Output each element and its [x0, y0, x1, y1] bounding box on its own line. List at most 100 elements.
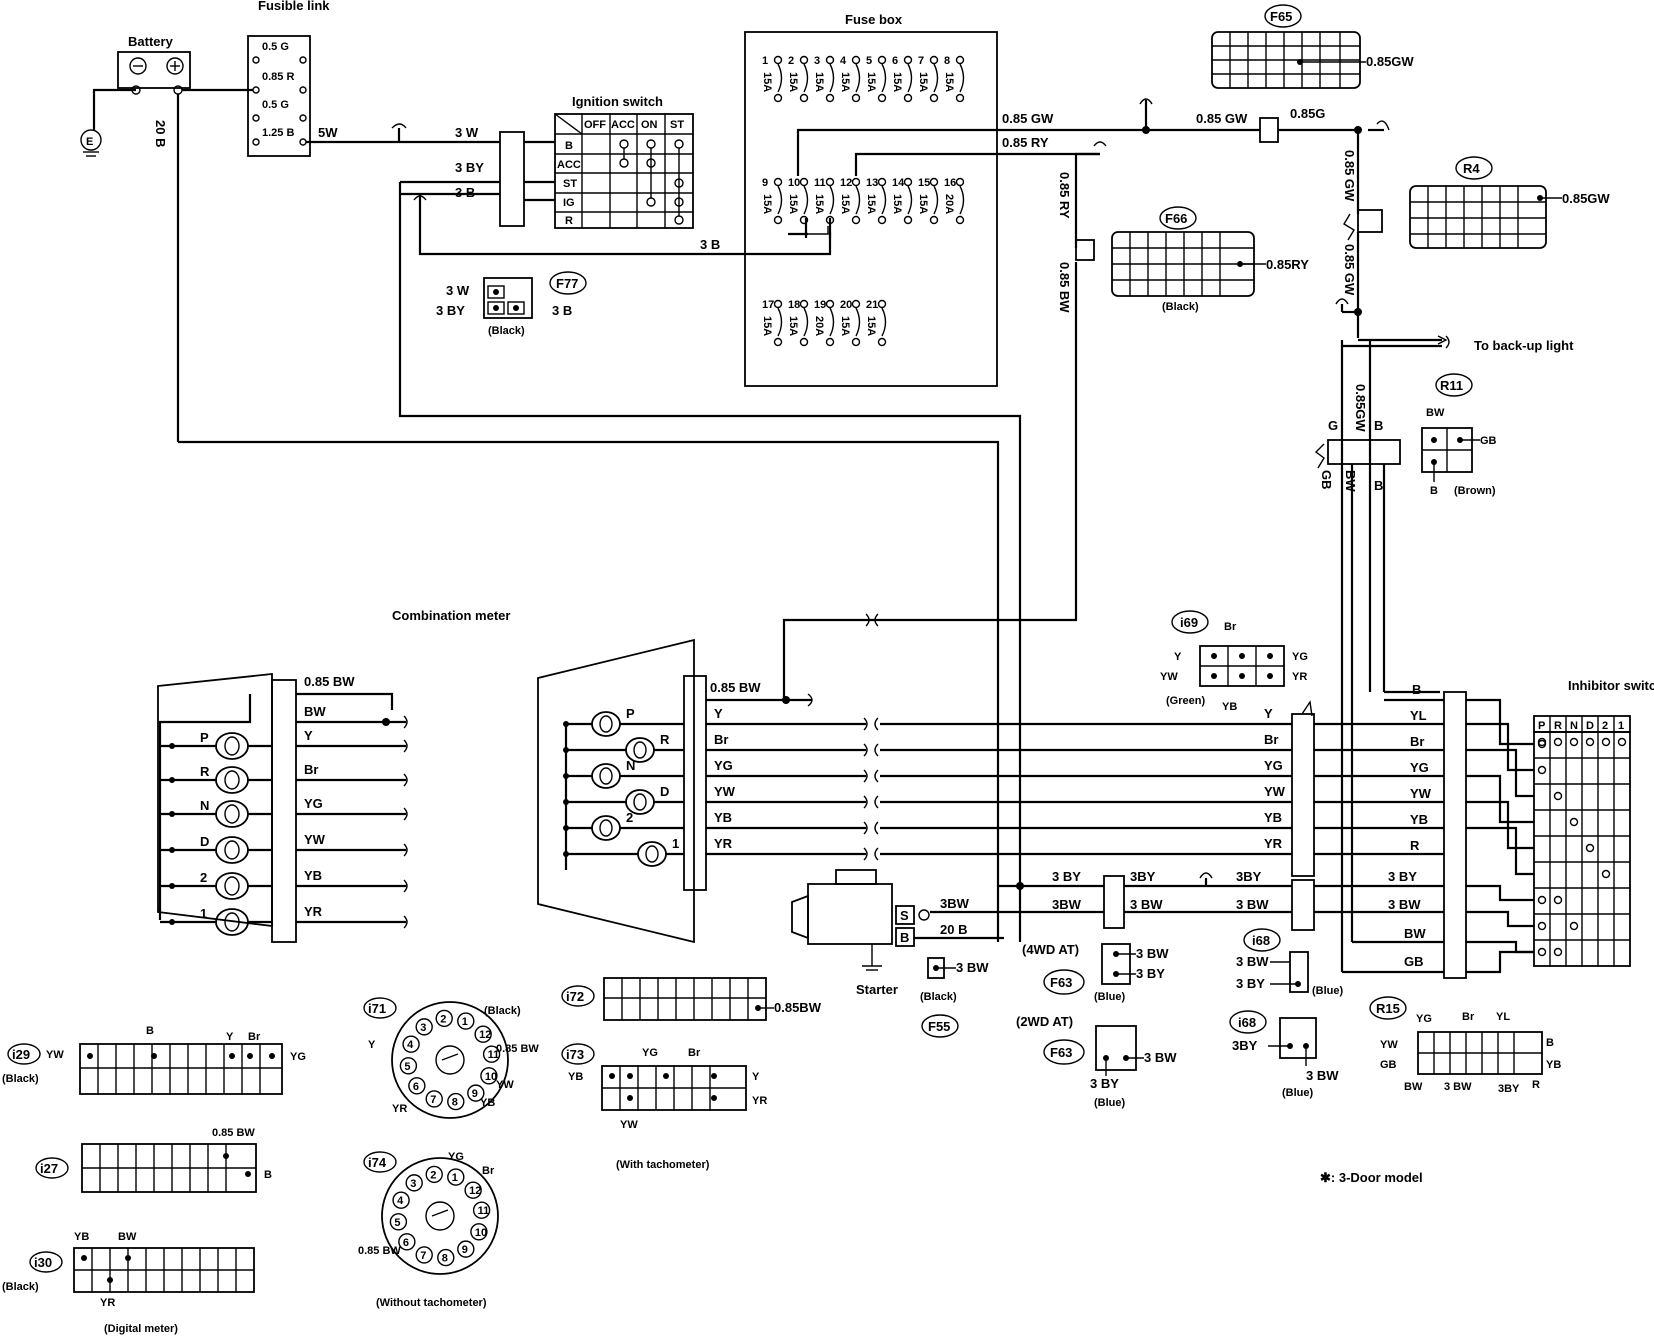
- r15-bw: BW: [1404, 1081, 1423, 1093]
- fuse-rating: 15A: [761, 316, 773, 336]
- i68a-connector: [1289, 951, 1309, 993]
- i30-yr: YR: [100, 1297, 115, 1309]
- bus-3bw-2: 3 BW: [1130, 897, 1163, 912]
- f55-wire: 3 BW: [956, 960, 989, 975]
- splice-lower: [1103, 875, 1125, 929]
- bus-right-wire: YL: [1410, 708, 1427, 723]
- f77-id-badge: [549, 271, 587, 295]
- r4-connector: [1409, 185, 1547, 249]
- fuse-number: 2: [788, 55, 794, 67]
- meter-right-top-wire: 0.85 BW: [710, 680, 761, 695]
- wire-20b: 20 B: [153, 120, 168, 147]
- i68b-connector: [1279, 1017, 1317, 1059]
- meter-left-connector: [271, 679, 297, 943]
- meter-right-lamp: 2: [626, 810, 633, 825]
- indicator-lamp-icon: [591, 711, 621, 737]
- indicator-lamp-icon: [215, 800, 249, 828]
- ign-col-acc: ACC: [611, 119, 635, 131]
- indicator-lamp-icon: [215, 836, 249, 864]
- pin-number: 6: [413, 1081, 419, 1093]
- bus-gb-r: GB: [1404, 954, 1424, 969]
- i68a-w1: 3 BW: [1236, 954, 1269, 969]
- fuse-rating: 15A: [787, 72, 799, 92]
- meter-left-wire: YB: [304, 868, 322, 883]
- i69-color: (Green): [1166, 695, 1205, 707]
- bus-left-wire: YR: [1264, 836, 1283, 851]
- f63a-connector: [1101, 943, 1131, 985]
- f63a-title: (4WD AT): [1022, 942, 1079, 957]
- i73-yg: YG: [642, 1047, 658, 1059]
- starter-label: Starter: [856, 982, 898, 997]
- i68b-w2: 3 BW: [1306, 1068, 1339, 1083]
- fuse-rating: 15A: [839, 72, 851, 92]
- f63b-title: (2WD AT): [1016, 1014, 1073, 1029]
- wire-b2: B: [1374, 478, 1383, 493]
- inhibitor-position: 1: [1618, 720, 1624, 732]
- inhibitor-harness-connector: [1443, 691, 1467, 979]
- i68a-color: (Blue): [1312, 985, 1344, 997]
- i68b-color: (Blue): [1282, 1087, 1314, 1099]
- fuse-rating: 15A: [865, 194, 877, 214]
- f66-color: (Black): [1162, 301, 1199, 313]
- pin-number: 12: [469, 1185, 481, 1197]
- pin-number: 11: [478, 1205, 490, 1217]
- meter-right-wire: YR: [714, 836, 733, 851]
- i71-id: i71: [368, 1001, 386, 1016]
- fuse-rating: 15A: [891, 72, 903, 92]
- splice-right: [1291, 713, 1315, 877]
- wire-5w: 5W: [318, 125, 338, 140]
- footnote: ✱: 3-Door model: [1320, 1170, 1423, 1185]
- fusible-link-2: 0.85 R: [262, 71, 294, 83]
- fuse-number: 9: [762, 177, 768, 189]
- bus-left-wire: Br: [1264, 732, 1278, 747]
- fuse-number: 11: [814, 177, 826, 189]
- f63a-id: F63: [1050, 975, 1072, 990]
- f63b-w2: 3 BY: [1090, 1076, 1119, 1091]
- starter-b: B: [900, 930, 909, 945]
- meter-left-wire: Br: [304, 762, 318, 777]
- fuse-number: 7: [918, 55, 924, 67]
- meter-right-lamp: P: [626, 706, 635, 721]
- i68a-w2: 3 BY: [1236, 976, 1265, 991]
- f65-id: F65: [1270, 9, 1292, 24]
- i73-br: Br: [688, 1047, 701, 1059]
- i29-yw: YW: [46, 1049, 64, 1061]
- fuse-rating: 15A: [891, 194, 903, 214]
- digital-meter-label: (Digital meter): [104, 1323, 178, 1335]
- splice-lower-right: [1291, 879, 1315, 931]
- f63b-connector: [1095, 1025, 1137, 1071]
- without-tachometer-label: (Without tachometer): [376, 1297, 487, 1309]
- wire-085gw-v2: 0.85 GW: [1342, 244, 1357, 296]
- pin-number: 1: [452, 1172, 458, 1184]
- wire-085ry-v: 0.85 RY: [1057, 172, 1072, 219]
- ignition-switch-table: [554, 113, 694, 229]
- i27-bw: 0.85 BW: [212, 1127, 255, 1139]
- i69-yw: YW: [1160, 671, 1178, 683]
- i73-y: Y: [752, 1071, 760, 1083]
- f65-wire: 0.85GW: [1366, 54, 1414, 69]
- wire-gb: GB: [1319, 470, 1334, 490]
- bus-top-b: B: [1412, 682, 1421, 697]
- meter-left-lamp: N: [200, 798, 209, 813]
- fuse-box: [744, 31, 998, 387]
- pin-number: 4: [397, 1195, 404, 1207]
- fusible-link-box: [247, 35, 311, 157]
- pin-number: 4: [407, 1039, 414, 1051]
- fuse-number: 21: [866, 299, 878, 311]
- meter-left-wire: YG: [304, 796, 323, 811]
- fuse-number: 10: [788, 177, 800, 189]
- i74-yg: YG: [448, 1151, 464, 1163]
- wire-085ry: 0.85 RY: [1002, 135, 1049, 150]
- r4-wire: 0.85GW: [1562, 191, 1610, 206]
- meter-right-wire: YB: [714, 810, 732, 825]
- pin-number: 5: [394, 1217, 400, 1229]
- i68b-id: i68: [1238, 1015, 1256, 1030]
- pin-number: 5: [404, 1061, 410, 1073]
- i73-yr: YR: [752, 1095, 767, 1107]
- pin-number: 2: [440, 1013, 446, 1025]
- r15-yg: YG: [1416, 1013, 1432, 1025]
- f77-wire-3b: 3 B: [552, 303, 572, 318]
- fuse-rating: 15A: [761, 72, 773, 92]
- fuse-rating: 15A: [761, 194, 773, 214]
